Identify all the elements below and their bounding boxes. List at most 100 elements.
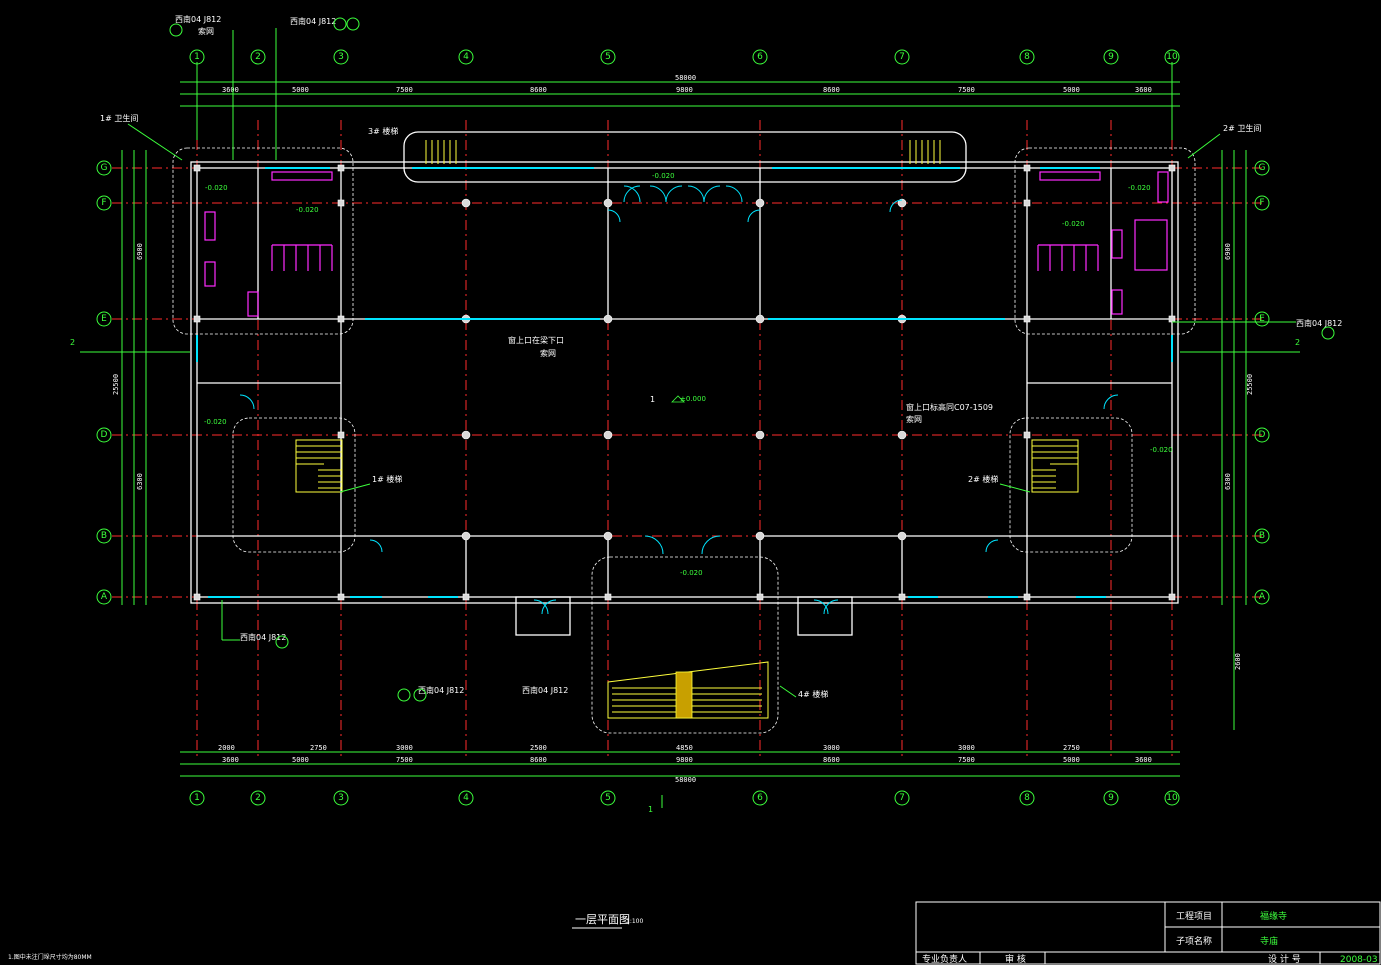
svg-text:3: 3 xyxy=(338,52,344,62)
dimension-chain-bottom: 58000 3600 5000 7500 8600 9800 8600 7500… xyxy=(180,744,1180,784)
stair-4-treads xyxy=(607,661,769,719)
total-length-top: 58000 xyxy=(675,74,696,82)
label-stair-1: 1# 楼梯 xyxy=(372,474,402,484)
section-center: 1 xyxy=(650,395,655,404)
right-total: 25500 xyxy=(1246,374,1254,395)
level-entry: -0.020 xyxy=(680,569,703,577)
axis-bubble-bottom-6: 6 xyxy=(752,790,768,806)
dimension-chain-top: 58000 3600 5000 7500 8600 9800 8600 7500… xyxy=(180,62,1180,140)
axis-bubble-right-F: F xyxy=(1254,195,1270,211)
svg-text:8: 8 xyxy=(1024,793,1030,803)
svg-text:7: 7 xyxy=(899,793,905,803)
tb-design-label: 设 计 号 xyxy=(1268,953,1301,965)
svg-text:E: E xyxy=(1259,314,1265,324)
svg-text:2: 2 xyxy=(1295,338,1300,347)
svg-text:6: 6 xyxy=(757,52,763,62)
level-toilet-2b: -0.020 xyxy=(1128,184,1151,192)
top-dim-5: 9800 xyxy=(676,86,693,94)
svg-text:B: B xyxy=(101,531,107,541)
svg-text:F: F xyxy=(1259,198,1264,208)
ref-bottom-entry: 西南04 J812 xyxy=(522,685,568,695)
dimension-chain-right: 25500 6900 6300 2600 xyxy=(1221,150,1254,730)
plan-title: 一层平面图 xyxy=(575,913,630,926)
tb-project-value: 福缘寺 xyxy=(1260,910,1287,922)
svg-text:10: 10 xyxy=(1166,793,1178,803)
bottom-dim-b8: 2750 xyxy=(1063,744,1080,752)
axis-bubble-bottom-10: 10 xyxy=(1164,790,1180,806)
svg-text:A: A xyxy=(1259,592,1266,602)
level-main: ±0.000 xyxy=(680,395,706,403)
svg-text:B: B xyxy=(1259,531,1265,541)
bottom-dim-b1: 2000 xyxy=(218,744,235,752)
top-dim-7: 7500 xyxy=(958,86,975,94)
left-dim-1: 6900 xyxy=(136,243,144,260)
section-marker-bottom: 1 xyxy=(648,795,663,814)
top-dim-2: 5000 xyxy=(292,86,309,94)
toilet-fixtures xyxy=(204,171,1169,317)
bottom-dim-b3: 3000 xyxy=(396,744,413,752)
svg-text:G: G xyxy=(101,163,108,173)
axis-bubble-bottom-8: 8 xyxy=(1019,790,1035,806)
axis-bubble-left-A: A xyxy=(96,589,112,605)
ref-top-left: 西南04 J812 xyxy=(175,14,221,24)
axis-bubble-top-6: 6 xyxy=(752,49,768,65)
tb-project-label: 工程项目 xyxy=(1176,911,1212,922)
axis-bubble-top-10: 10 xyxy=(1164,49,1180,65)
svg-text:2: 2 xyxy=(255,52,261,62)
section-marker-left: 2 xyxy=(70,338,190,353)
level-toilet-1: -0.020 xyxy=(296,206,319,214)
left-total: 25500 xyxy=(112,374,120,395)
dimension-chain-left: 25500 6900 6300 xyxy=(112,150,147,605)
axis-bubble-top-8: 8 xyxy=(1019,49,1035,65)
svg-text:10: 10 xyxy=(1166,52,1178,62)
axis-bubble-bottom-9: 9 xyxy=(1103,790,1119,806)
level-right-hall: -0.020 xyxy=(1150,446,1173,454)
axis-bubble-left-B: B xyxy=(96,528,112,544)
title-block: 工程项目 福缘寺 子项名称 寺庙 专业负责人 审 核 设 计 号 2008-03 xyxy=(915,901,1381,965)
axis-bubble-top-4: 4 xyxy=(458,49,474,65)
svg-text:5: 5 xyxy=(605,52,611,62)
zone-outlines xyxy=(172,147,1196,734)
stair-3-treads xyxy=(425,140,941,164)
plan-scale: 1:100 xyxy=(626,918,643,925)
window-note-2: 窗上口标高同C07-1509 xyxy=(906,402,993,412)
window-note-2b: 索网 xyxy=(906,414,922,424)
top-dim-1: 3600 xyxy=(222,86,239,94)
bottom-dim-b5: 4850 xyxy=(676,744,693,752)
svg-text:8: 8 xyxy=(1024,52,1030,62)
building-walls xyxy=(190,131,1179,636)
bottom-dim-6: 8600 xyxy=(823,756,840,764)
bottom-dim-2: 5000 xyxy=(292,756,309,764)
bottom-dim-3: 7500 xyxy=(396,756,413,764)
axis-bubble-bottom-7: 7 xyxy=(894,790,910,806)
axis-bubble-left-G: G xyxy=(96,160,112,176)
tb-design-value: 2008-03 xyxy=(1340,955,1378,965)
axis-bubble-bottom-2: 2 xyxy=(250,790,266,806)
axis-bubble-top-2: 2 xyxy=(250,49,266,65)
axis-bubble-top-1: 1 xyxy=(189,49,205,65)
bottom-dim-b4: 2500 xyxy=(530,744,547,752)
bottom-dim-b2: 2750 xyxy=(310,744,327,752)
svg-text:2: 2 xyxy=(255,793,261,803)
stair-1-treads xyxy=(295,439,343,493)
tb-subitem-label: 子项名称 xyxy=(1176,935,1212,947)
total-length-bottom: 58000 xyxy=(675,776,696,784)
svg-text:9: 9 xyxy=(1108,52,1114,62)
label-toilet-1: 1# 卫生间 xyxy=(100,113,138,123)
axis-bubble-right-E: E xyxy=(1254,311,1270,327)
axis-bubble-right-A: A xyxy=(1254,589,1270,605)
right-dim-3: 2600 xyxy=(1234,653,1242,670)
svg-text:7: 7 xyxy=(899,52,905,62)
svg-text:1: 1 xyxy=(194,793,200,803)
label-stair-4: 4# 楼梯 xyxy=(798,689,828,699)
svg-text:D: D xyxy=(101,430,108,440)
level-left-hall: -0.020 xyxy=(204,418,227,426)
axis-grid xyxy=(112,120,1262,760)
axis-bubble-left-E: E xyxy=(96,311,112,327)
section-marker-right: 2 xyxy=(1180,338,1300,353)
bottom-dim-1: 3600 xyxy=(222,756,239,764)
svg-text:A: A xyxy=(101,592,108,602)
structural-columns xyxy=(193,164,1176,601)
